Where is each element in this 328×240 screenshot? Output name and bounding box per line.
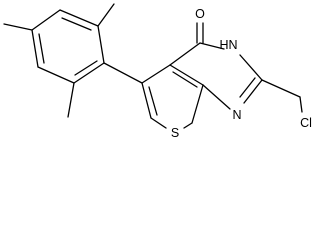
bond-mes-4 bbox=[37, 66, 75, 84]
bond-th-1 bbox=[141, 64, 171, 84]
molecule-diagram: O H N N S Cl bbox=[3, 3, 312, 140]
bond-th-4 bbox=[183, 122, 193, 129]
bond-py-3 bbox=[239, 54, 263, 81]
bond-th-6 bbox=[141, 82, 152, 119]
nh-hydrogen-label: H bbox=[219, 38, 228, 52]
bond-aryl-link bbox=[103, 62, 143, 84]
nh-nitrogen-label: N bbox=[228, 38, 237, 52]
bond-py-4 bbox=[243, 79, 263, 104]
bond-mes-double-2 bbox=[38, 33, 45, 64]
bond-th-double-1 bbox=[148, 86, 158, 116]
bond-py-2 bbox=[199, 42, 225, 50]
thiophene-ring bbox=[141, 64, 204, 129]
chlorine-label: Cl bbox=[300, 116, 312, 130]
bond-th-double-2 bbox=[172, 71, 198, 88]
bond-th-3 bbox=[191, 84, 204, 124]
bond-ccl bbox=[299, 96, 303, 113]
pyrimidinone-ring bbox=[169, 22, 263, 110]
mesityl-ring bbox=[31, 9, 105, 84]
oxygen-label: O bbox=[195, 7, 205, 21]
bond-mes-6 bbox=[97, 25, 105, 64]
bond-th-5 bbox=[150, 117, 167, 129]
bond-py-double bbox=[239, 77, 256, 98]
bond-py-5 bbox=[202, 84, 231, 110]
bond-mes-3 bbox=[31, 29, 39, 68]
bond-ch2 bbox=[261, 79, 301, 98]
bond-mes-double-1 bbox=[61, 17, 92, 31]
bond-th-2 bbox=[169, 64, 204, 86]
bond-mes-2 bbox=[31, 9, 61, 31]
bond-mes-1 bbox=[59, 9, 99, 27]
methyl-bond-top bbox=[97, 3, 115, 27]
methyl-bond-bottom bbox=[67, 82, 75, 118]
ring-nitrogen-label: N bbox=[232, 108, 241, 122]
bond-py-1 bbox=[169, 42, 201, 66]
methyl-bond-left bbox=[3, 23, 33, 31]
bond-mes-double-3 bbox=[74, 60, 98, 76]
sulfur-label: S bbox=[171, 126, 179, 140]
bond-mes-5 bbox=[73, 62, 105, 84]
